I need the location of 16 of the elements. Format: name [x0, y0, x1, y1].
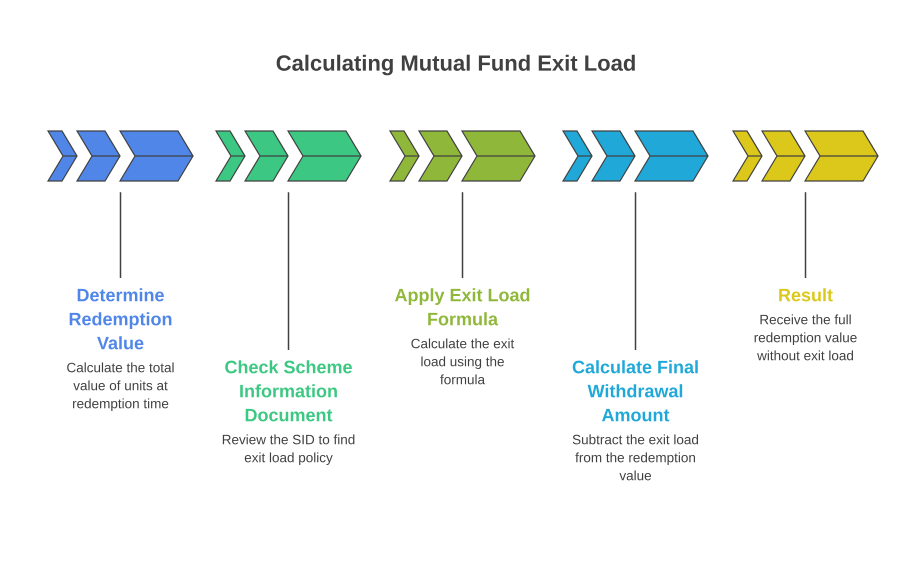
step-text: Calculate Final Withdrawal Amount Subtract the exit load from the redemption value: [572, 360, 698, 480]
title: Calculating Mutual Fund Exit Load: [276, 54, 635, 76]
leader-line: [288, 192, 290, 350]
leader-line: [120, 192, 122, 278]
step-text: Check Scheme Information Document Review the SID to find exit load policy: [222, 360, 354, 466]
chevron-drawing: [388, 130, 536, 182]
step-text: Apply Exit Load Formula Calculate the exit load using the formula: [394, 288, 530, 384]
chevron-drawing: [214, 130, 362, 182]
leader-line: [804, 192, 806, 278]
chevron-drawing: [562, 130, 709, 182]
step-text: Determine Redemption Value Calculate the total value of units at redemption time: [67, 288, 174, 412]
leader-line: [634, 192, 636, 350]
chevron-drawing: [46, 130, 194, 182]
chevron-drawing: [732, 130, 879, 182]
step-text: Result Receive the full redemption value without exit load: [754, 288, 857, 360]
leader-line: [462, 192, 464, 278]
